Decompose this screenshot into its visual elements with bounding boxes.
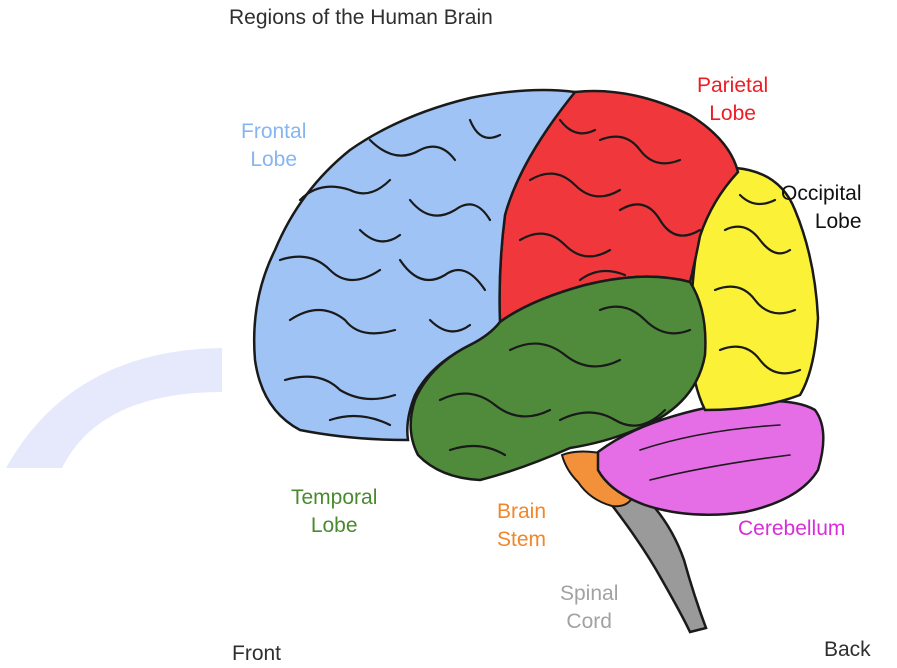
- parietal-lobe-label: Parietal Lobe: [697, 72, 768, 128]
- temporal-lobe-label-line2: Lobe: [291, 512, 377, 540]
- frontal-lobe-label: Frontal Lobe: [241, 118, 306, 174]
- spinal-cord-label-line2: Cord: [560, 608, 618, 636]
- parietal-lobe-label-line2: Lobe: [697, 100, 768, 128]
- occipital-lobe-label: Occipital Lobe: [781, 180, 862, 236]
- watermark-arc: [6, 348, 222, 468]
- occipital-lobe-label-line1: Occipital: [781, 180, 862, 208]
- brain-stem-label-line2: Stem: [497, 526, 546, 554]
- temporal-lobe-label: Temporal Lobe: [291, 484, 377, 540]
- temporal-lobe-label-line1: Temporal: [291, 484, 377, 512]
- front-orientation-label: Front: [232, 640, 281, 668]
- brain-stem-label: Brain Stem: [497, 498, 546, 554]
- frontal-lobe-label-line1: Frontal: [241, 118, 306, 146]
- back-orientation-label: Back: [824, 636, 871, 664]
- parietal-lobe-label-line1: Parietal: [697, 72, 768, 100]
- diagram-title: Regions of the Human Brain: [229, 6, 493, 30]
- cerebellum-label-line1: Cerebellum: [738, 515, 845, 543]
- brain-stem-label-line1: Brain: [497, 498, 546, 526]
- spinal-cord-label: Spinal Cord: [560, 580, 618, 636]
- occipital-lobe-label-line2: Lobe: [781, 208, 862, 236]
- cerebellum-label: Cerebellum: [738, 515, 845, 543]
- spinal-cord-label-line1: Spinal: [560, 580, 618, 608]
- frontal-lobe-label-line2: Lobe: [241, 146, 306, 174]
